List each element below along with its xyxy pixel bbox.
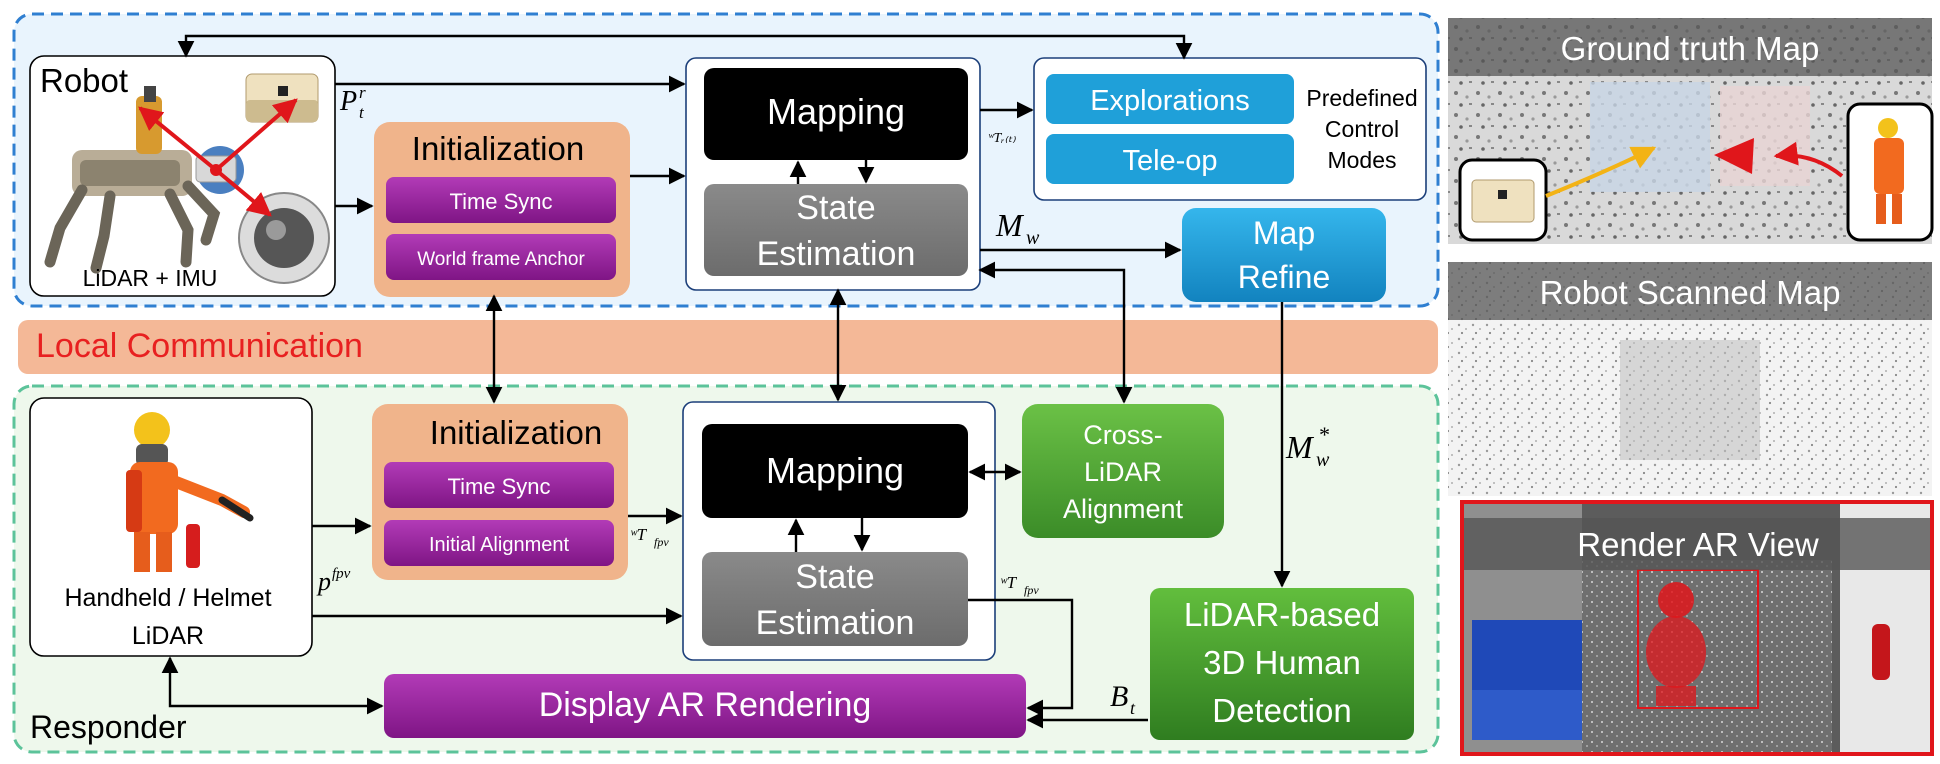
robot-section-arrows	[177, 34, 1193, 259]
map-w-label: M w	[995, 207, 1040, 249]
svg-text:w: w	[1316, 449, 1330, 471]
initial-alignment-button[interactable]	[384, 520, 614, 566]
render-ar-view-panel: Render AR View	[1460, 500, 1934, 756]
firefighter-image	[126, 412, 254, 572]
cross-lidar-line3: Alignment	[1063, 494, 1184, 524]
local-communication-label: Local Communication	[36, 327, 363, 365]
robot-transform-label: ʷTᵣ₍ₜ₎	[988, 131, 1016, 146]
robot-state-line1: State	[796, 189, 875, 227]
responder-sensor-label-line2: LiDAR	[132, 622, 204, 650]
robot-world-anchor-label: World frame Anchor	[417, 249, 585, 270]
map-refine-line2: Refine	[1238, 259, 1331, 295]
responder-time-sync-button[interactable]	[384, 462, 614, 508]
svg-text:t: t	[359, 103, 365, 122]
responder-mapping-box	[702, 424, 968, 518]
svg-text:B: B	[1110, 680, 1128, 713]
cross-lidar-line1: Cross-	[1083, 420, 1163, 450]
robot-mapping-box	[704, 68, 968, 160]
cross-lidar-line2: LiDAR	[1084, 457, 1162, 487]
robot-time-sync-button[interactable]	[386, 177, 616, 223]
control-label-line1: Predefined	[1306, 85, 1417, 111]
robot-mapping-label: Mapping	[767, 91, 905, 132]
control-label-line3: Modes	[1327, 147, 1396, 173]
svg-text:P: P	[339, 86, 357, 117]
map-refine-line1: Map	[1253, 215, 1315, 251]
svg-text:ʷT: ʷT	[1000, 573, 1018, 592]
robot-pose-label: P t r	[339, 83, 366, 122]
robot-time-sync-label: Time Sync	[449, 189, 552, 214]
teleop-button[interactable]	[1046, 134, 1294, 184]
explorations-label: Explorations	[1090, 85, 1250, 117]
responder-transform-label-b: ʷT fpv	[1000, 573, 1039, 597]
robot-world-anchor-button[interactable]	[386, 234, 616, 280]
svg-text:*: *	[1318, 422, 1329, 447]
sphere-sensor-image	[238, 192, 330, 284]
svg-text:r: r	[359, 83, 366, 102]
human-detection-line1: LiDAR-based	[1184, 596, 1380, 633]
svg-text:ʷT: ʷT	[630, 525, 648, 544]
map-refine-box	[1182, 208, 1386, 302]
robot-frame-axes	[138, 98, 298, 217]
responder-section-arrows	[161, 261, 1291, 729]
responder-time-sync-label: Time Sync	[447, 474, 550, 499]
robot-state-box	[704, 184, 968, 276]
robot-sensor-label: LiDAR + IMU	[83, 265, 218, 291]
svg-text:t: t	[1130, 698, 1136, 718]
svg-text:M: M	[995, 207, 1025, 243]
robot-scanned-title: Robot Scanned Map	[1540, 274, 1841, 311]
control-label-line2: Control	[1325, 116, 1399, 142]
explorations-button[interactable]	[1046, 74, 1294, 124]
render-ar-title: Render AR View	[1577, 526, 1819, 563]
robot-title: Robot	[40, 62, 128, 99]
teleop-label: Tele-op	[1122, 145, 1217, 177]
robot-scanned-map-panel: Robot Scanned Map	[1448, 262, 1932, 496]
svg-text:M: M	[1285, 429, 1315, 465]
svg-text:p: p	[316, 567, 331, 596]
responder-mapping-label: Mapping	[766, 450, 904, 491]
responder-title: Responder	[30, 709, 187, 745]
svg-text:w: w	[1026, 227, 1040, 249]
responder-pose-label: p fpv	[316, 566, 351, 596]
responder-transform-label-a: ʷT fpv	[630, 525, 669, 549]
human-detection-line2: 3D Human	[1203, 644, 1361, 681]
robot-state-line2: Estimation	[757, 235, 916, 273]
responder-init-title: Initialization	[430, 414, 602, 451]
svg-text:fpv: fpv	[654, 535, 669, 549]
svg-text:fpv: fpv	[1024, 583, 1039, 597]
responder-state-line2: Estimation	[756, 604, 915, 642]
robot-init-title: Initialization	[412, 130, 584, 167]
robot-dog-image	[44, 86, 221, 274]
human-detection-box	[1150, 588, 1414, 740]
svg-text:fpv: fpv	[332, 566, 351, 582]
cross-lidar-box	[1022, 404, 1224, 538]
responder-state-box	[702, 552, 968, 646]
refined-map-label: M w *	[1285, 422, 1330, 471]
display-ar-label: Display AR Rendering	[539, 686, 872, 724]
ground-truth-title: Ground truth Map	[1561, 30, 1820, 67]
display-ar-box	[384, 674, 1026, 738]
human-detection-line3: Detection	[1212, 692, 1351, 729]
ground-truth-map-panel: Ground truth Map	[1448, 18, 1934, 244]
responder-state-line1: State	[795, 558, 874, 596]
boxes-label: B t	[1110, 680, 1136, 718]
responder-sensor-label-line1: Handheld / Helmet	[64, 584, 271, 612]
initial-alignment-label: Initial Alignment	[429, 534, 570, 556]
